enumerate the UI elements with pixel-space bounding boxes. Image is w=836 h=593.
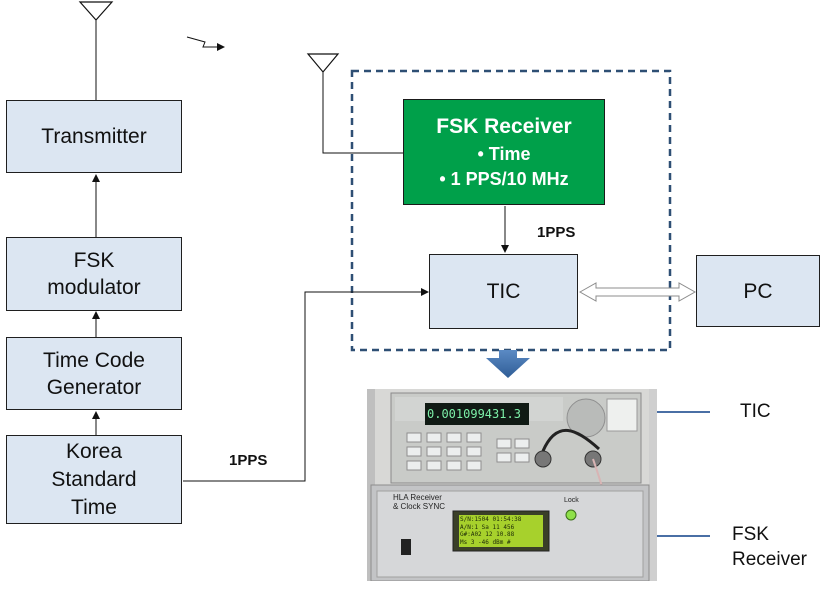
receiver-panel-label: HLA Receiver & Clock SYNC — [393, 493, 446, 511]
korea-standard-time-label: Korea Standard Time — [51, 439, 137, 519]
pps-label-receiver: 1PPS — [537, 224, 576, 241]
tic-block: TIC — [429, 254, 578, 329]
tic-label: TIC — [486, 280, 521, 303]
arrow-kst-to-tic — [183, 288, 429, 482]
time-code-generator-block: Time Code Generator — [6, 337, 182, 410]
bidirectional-arrow-tic-pc — [578, 282, 697, 302]
korea-standard-time-block: Korea Standard Time — [6, 435, 182, 524]
transmitter-block: Transmitter — [6, 100, 182, 173]
receiver-lcd: S/N:1504 01:54:38 A/N:1 Sa 11 456 G#:A02… — [460, 516, 542, 546]
fsk-receiver-title: FSK Receiver — [436, 115, 572, 138]
down-arrow-icon — [486, 350, 530, 378]
receive-antenna-icon — [306, 53, 404, 154]
fsk-receiver-block: FSK Receiver • Time • 1 PPS/10 MHz — [403, 99, 605, 205]
lcd-line: Ms 3 -46 dBm # — [460, 538, 511, 546]
lock-indicator-label: Lock — [564, 497, 579, 504]
fsk-modulator-label: FSK modulator — [47, 249, 141, 299]
lcd-line: S/N:1504 01:54:38 — [460, 516, 522, 523]
pc-block: PC — [696, 255, 820, 327]
transmit-antenna-icon — [78, 1, 114, 101]
callout-tic-label: TIC — [740, 401, 771, 422]
fsk-receiver-bullet-pps: • 1 PPS/10 MHz — [439, 169, 569, 189]
equipment-photo: 0.001099431.3 HLA Receiver & Clock SYNC … — [367, 389, 657, 581]
counter-display-readout: 0.001099431.3 — [427, 407, 521, 421]
fsk-receiver-bullet-time: • Time — [477, 144, 531, 164]
callout-fsk-label: FSK Receiver — [732, 524, 807, 570]
fsk-modulator-block: FSK modulator — [6, 237, 182, 311]
transmitter-label: Transmitter — [41, 125, 147, 148]
pc-label: PC — [743, 279, 773, 303]
lcd-line: G#:A02 12 10.88 — [460, 531, 515, 538]
lcd-line: A/N:1 Sa 11 456 — [460, 523, 515, 531]
pps-label-kst: 1PPS — [229, 452, 268, 469]
time-code-generator-label: Time Code Generator — [43, 348, 145, 399]
radio-wave-icon — [186, 36, 225, 51]
equipment-photo-illustration — [367, 389, 657, 581]
